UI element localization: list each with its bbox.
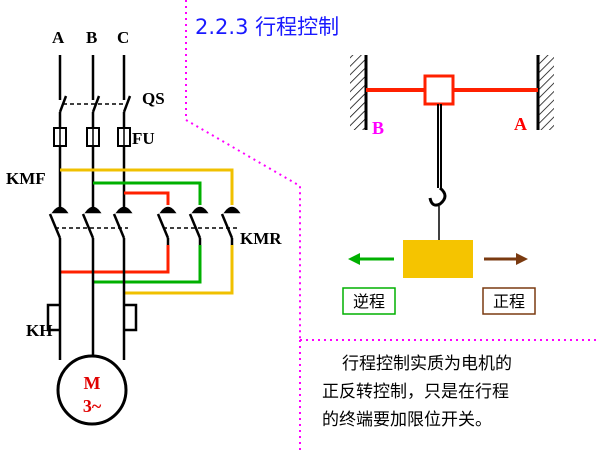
circuit-diagram: A B C QS (6, 28, 282, 426)
motor: M 3~ (56, 354, 128, 426)
phase-a-label: A (52, 28, 65, 47)
forward-label-box: 正程 (482, 287, 536, 315)
qs-label: QS (142, 89, 165, 108)
forward-arrow (484, 253, 528, 265)
kmr-contacts (156, 206, 241, 245)
kmf-contacts (48, 205, 133, 320)
qs-switch (58, 92, 132, 113)
hook-cable (428, 104, 447, 207)
kmf-label: KMF (6, 169, 46, 188)
kh-thermal-relay (46, 303, 138, 360)
description: 行程控制实质为电机的 正反转控制，只是在行程 的终端要加限位开关。 (322, 354, 512, 430)
red-wiring (60, 191, 170, 274)
reverse-label-box: 逆程 (342, 287, 396, 315)
section-title: 2.2.3 行程控制 (195, 15, 339, 39)
forward-label: 正程 (493, 292, 525, 311)
right-wall (536, 55, 554, 130)
supply-lines (58, 55, 126, 92)
green-wiring (93, 181, 202, 284)
description-line-2: 正反转控制，只是在行程 (322, 382, 509, 402)
load-block (403, 240, 473, 278)
left-wall (350, 55, 368, 130)
point-b-label: B (372, 118, 384, 138)
description-line-1: 行程控制实质为电机的 (342, 354, 512, 374)
reverse-arrow (348, 253, 394, 265)
reverse-label: 逆程 (353, 292, 385, 311)
phase-c-label: C (117, 28, 129, 47)
kh-label: KH (26, 321, 52, 340)
main-conductors (58, 146, 126, 205)
yellow-wiring (60, 168, 234, 295)
motor-label: M (84, 373, 101, 393)
travel-diagram: B A 逆程 正程 (342, 55, 554, 315)
fu-fuses (53, 112, 131, 150)
dotted-separator (185, 0, 600, 450)
kmr-label: KMR (240, 229, 282, 248)
phase-b-label: B (86, 28, 97, 47)
point-a-label: A (514, 114, 527, 134)
fu-label: FU (132, 129, 155, 148)
description-line-3: 的终端要加限位开关。 (322, 410, 492, 430)
motor-phase-label: 3~ (83, 396, 102, 416)
carriage (423, 74, 455, 106)
